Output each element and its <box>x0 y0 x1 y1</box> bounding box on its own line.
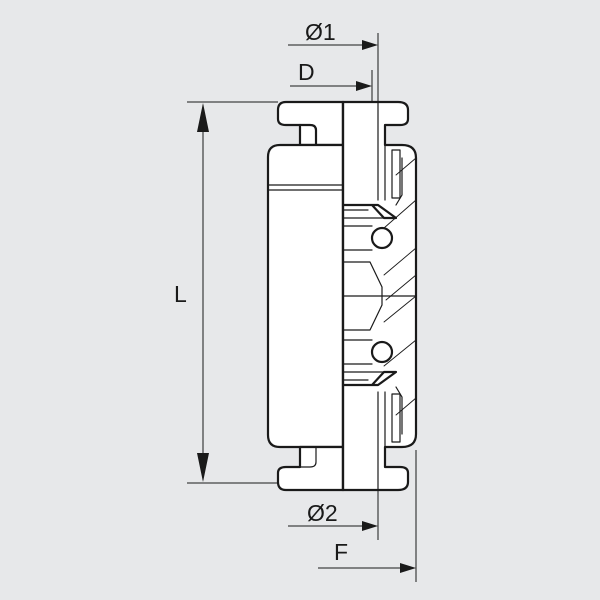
dimension-label-d1: Ø1 <box>305 19 336 45</box>
dimension-label-d: D <box>298 59 315 85</box>
dimension-label-f: F <box>334 539 348 565</box>
dimension-label-l: L <box>174 281 187 307</box>
fitting-exterior-half <box>266 100 345 492</box>
fitting-section-half <box>341 100 418 492</box>
dimension-label-d2: Ø2 <box>307 500 338 526</box>
dimension-d2: Ø2 <box>288 490 379 540</box>
dimension-d: D <box>290 59 373 102</box>
dimension-f: F <box>318 450 417 582</box>
dimension-d1: Ø1 <box>288 19 379 102</box>
dimension-l: L <box>174 101 278 484</box>
